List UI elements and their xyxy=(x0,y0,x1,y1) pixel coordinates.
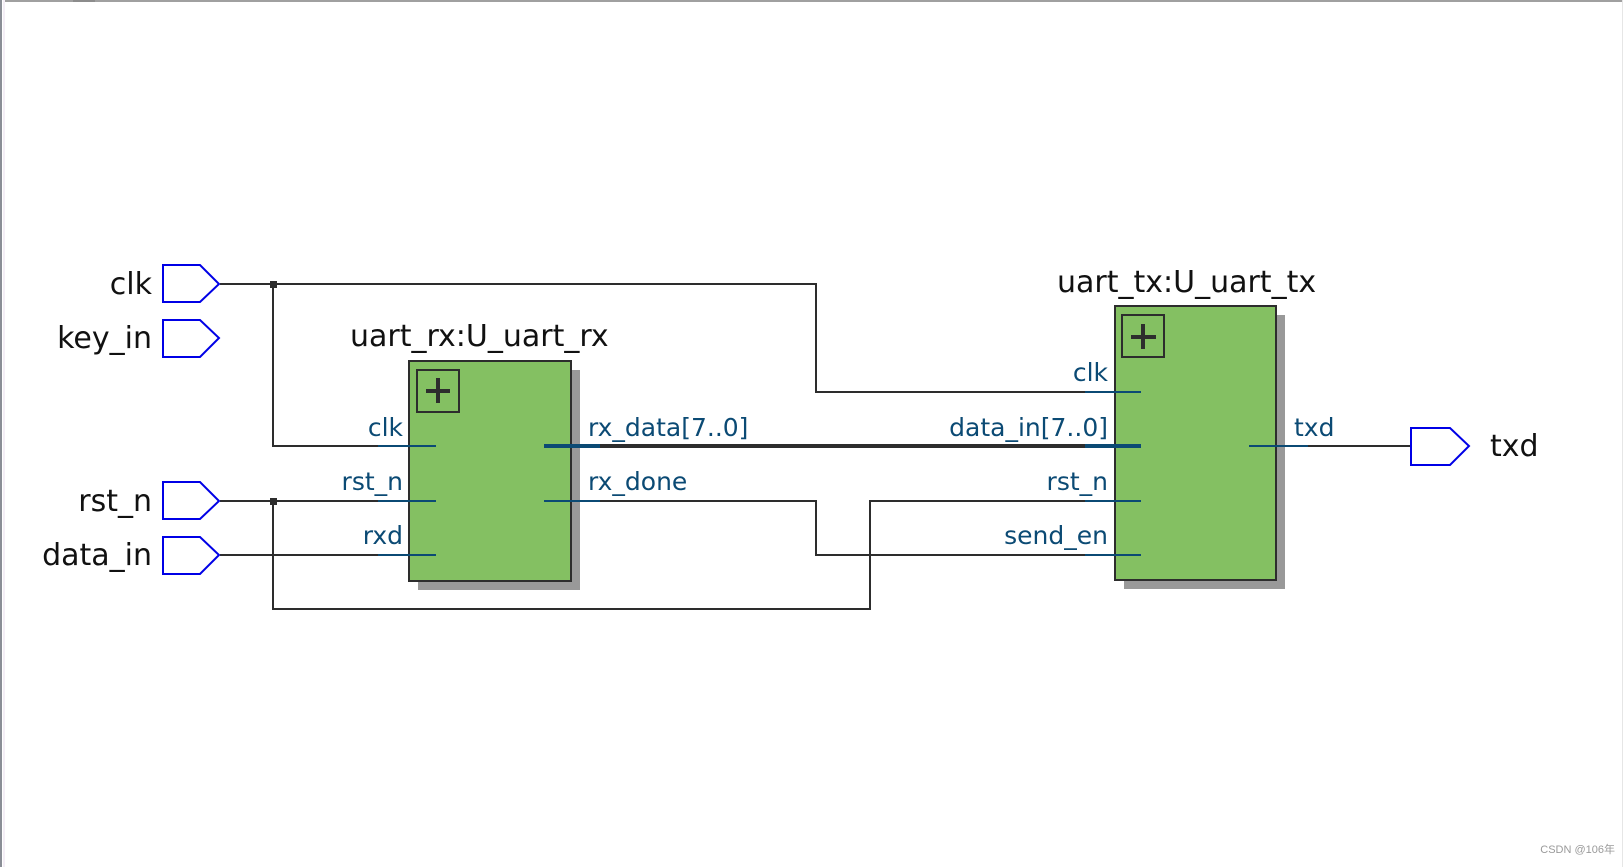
pin-label: clk xyxy=(110,267,153,302)
port-label-rx-done: rx_done xyxy=(588,467,687,496)
port-label-txd: txd xyxy=(1294,413,1334,442)
instance-uart-tx[interactable]: uart_tx:U_uart_tx clk data_in[7..0] rst_… xyxy=(949,265,1334,589)
wire-clk-to-rx[interactable] xyxy=(272,284,378,447)
input-pin-clk[interactable]: clk xyxy=(110,264,221,303)
input-pin-icon xyxy=(162,319,221,358)
port-label-send-en: send_en xyxy=(1004,521,1108,550)
window-left-inner-border xyxy=(3,0,5,867)
wire-clk-to-tx[interactable] xyxy=(220,283,1088,393)
block-body xyxy=(408,360,572,582)
pin-label: rst_n xyxy=(78,484,152,519)
input-pin-icon xyxy=(162,481,221,520)
input-pin-rst-n[interactable]: rst_n xyxy=(78,481,221,520)
junction-rst-n xyxy=(270,498,277,505)
scroll-tab[interactable] xyxy=(73,0,95,2)
window-top-border xyxy=(5,0,1623,2)
input-pin-icon xyxy=(162,264,221,303)
pin-label: data_in xyxy=(42,538,152,573)
expand-icon[interactable] xyxy=(1121,314,1165,358)
wires xyxy=(220,283,1411,610)
input-pin-icon xyxy=(162,536,221,575)
input-pin-key-in[interactable]: key_in xyxy=(57,319,221,358)
window-left-border xyxy=(0,0,2,867)
wire-rx-done-to-send-en[interactable] xyxy=(600,500,1088,556)
output-pin-txd[interactable]: txd xyxy=(1410,427,1539,466)
port-label-rst-n: rst_n xyxy=(1047,467,1108,496)
port-label-clk: clk xyxy=(368,413,404,442)
port-label-rst-n: rst_n xyxy=(342,467,403,496)
watermark: CSDN @106年 xyxy=(1540,844,1615,856)
instance-label: uart_tx:U_uart_tx xyxy=(1057,265,1316,300)
input-pin-data-in[interactable]: data_in xyxy=(42,536,221,575)
port-label-data-in: data_in[7..0] xyxy=(949,413,1108,442)
port-label-rxd: rxd xyxy=(363,521,403,550)
pin-label: key_in xyxy=(57,321,152,356)
port-label-rx-data: rx_data[7..0] xyxy=(588,413,748,442)
output-pin-icon xyxy=(1410,427,1471,466)
junction-clk xyxy=(270,281,277,288)
instance-uart-rx[interactable]: uart_rx:U_uart_rx clk rst_n rxd rx_data[… xyxy=(342,319,749,590)
expand-icon[interactable] xyxy=(416,369,460,413)
instance-label: uart_rx:U_uart_rx xyxy=(350,319,609,354)
pin-label: txd xyxy=(1490,429,1539,464)
wire-rst-to-tx[interactable] xyxy=(272,500,1088,610)
port-label-clk: clk xyxy=(1073,358,1109,387)
block-body xyxy=(1114,305,1277,581)
